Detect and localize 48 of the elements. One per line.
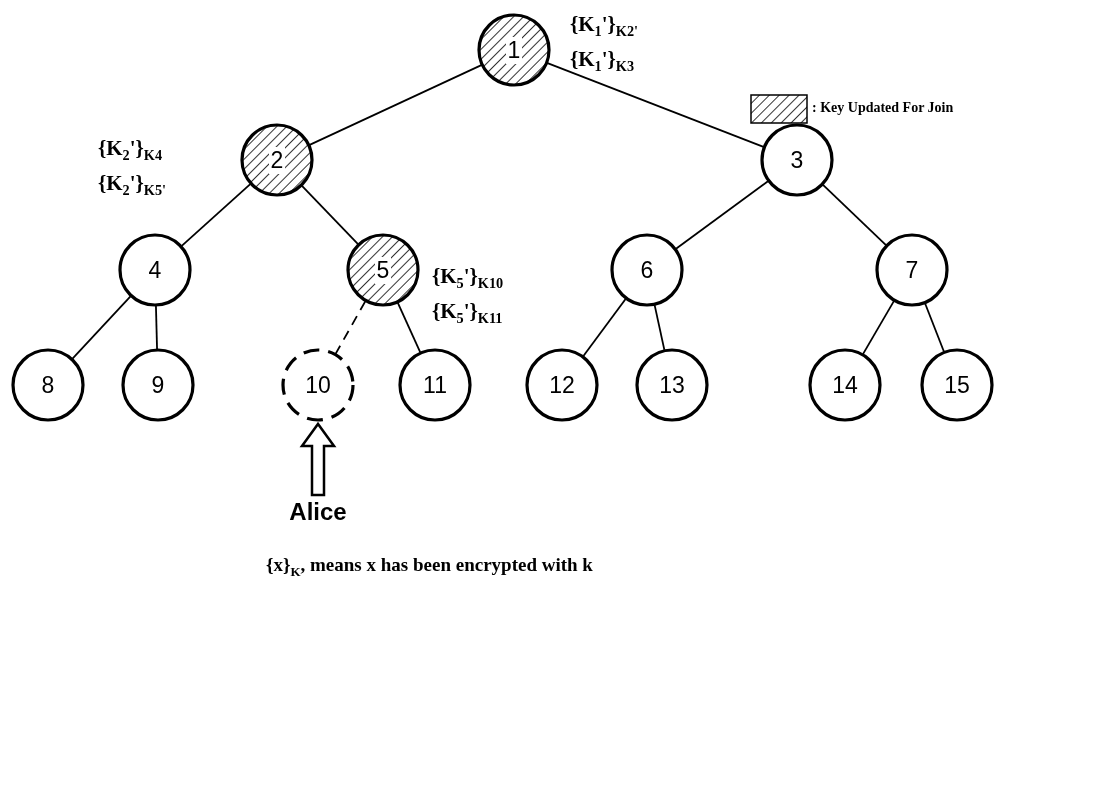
tree-edge	[582, 298, 627, 357]
circle-node	[610, 233, 684, 307]
caption: {x}$_{K}$, means x has been encrypted with k	[266, 554, 593, 580]
node-number: 4	[147, 256, 163, 284]
key-annotation: {K$_{1}$'}$_{K2'}$ {K$_{1}$'}$_{K3}$	[570, 11, 639, 77]
key-annotation: {K$_{2}$'}$_{K4}$ {K$_{2}$'}$_{K5'}$	[98, 135, 167, 201]
circle-node	[808, 348, 882, 422]
tree-edge	[301, 185, 359, 245]
tree-edge	[155, 305, 158, 350]
node-number: 15	[943, 371, 971, 399]
tree-edge	[71, 295, 132, 360]
tree-edge	[308, 64, 483, 146]
circle-node	[920, 348, 994, 422]
circle-node	[121, 348, 195, 422]
legend-label: : Key Updated For Join	[812, 100, 954, 116]
circle-node	[760, 123, 834, 197]
circle-node	[875, 233, 949, 307]
node-number: 3	[789, 146, 805, 174]
tree-edge	[653, 304, 666, 351]
tree-edge	[924, 302, 945, 353]
key-annotation: {K$_{5}$'}$_{K10}$ {K$_{5}$'}$_{K11}$	[432, 263, 504, 329]
circle-node	[118, 233, 192, 307]
person-name: Alice	[278, 497, 358, 527]
circle-node	[11, 348, 85, 422]
tree-edge	[822, 184, 887, 246]
circle-node	[635, 348, 709, 422]
hollow-arrow	[299, 421, 337, 497]
node-number: 6	[639, 256, 655, 284]
hatched-circle-node	[477, 13, 551, 87]
node-number: 9	[150, 371, 166, 399]
node-number: 10	[304, 371, 332, 399]
tree-edge	[180, 183, 252, 247]
node-number: 8	[40, 371, 56, 399]
circle-node	[525, 348, 599, 422]
node-number: 14	[831, 371, 859, 399]
tree-edge	[546, 62, 765, 148]
dashed-connector	[334, 300, 367, 355]
node-number: 12	[548, 371, 576, 399]
hatched-circle-node	[346, 233, 420, 307]
tree-edge	[862, 300, 895, 355]
tree-edge	[675, 180, 769, 250]
dashed-circle-node	[281, 348, 355, 422]
node-number: 11	[422, 371, 448, 399]
node-number: 13	[658, 371, 686, 399]
tree-edge	[396, 301, 422, 354]
circle-node	[398, 348, 472, 422]
node-number: 7	[904, 256, 920, 284]
hatched-circle-node	[240, 123, 314, 197]
